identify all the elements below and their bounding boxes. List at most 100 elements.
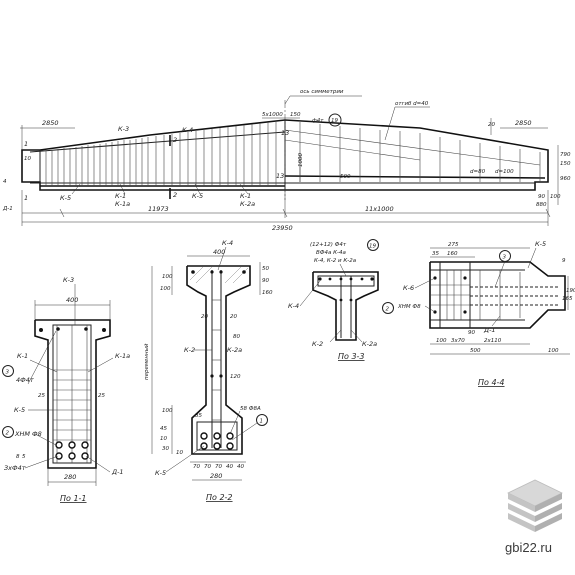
callout: 2 (6, 431, 10, 437)
beam-elevation: ось симметрии ф4т 19 отгиб d=40 К-3 К-4 … (2, 89, 571, 232)
section-mark: 1 (24, 194, 28, 202)
label: 8 (16, 454, 20, 460)
slab-thickness: d=100 (495, 169, 514, 175)
slab-thickness: d=80 (470, 169, 486, 175)
label: К-5 (14, 406, 25, 414)
dim: 190 (566, 288, 575, 294)
label: 70 (204, 464, 211, 470)
label: 70 (193, 464, 200, 470)
width-top: 400 (213, 248, 225, 256)
label: 58 Ф8А (240, 406, 261, 412)
callout-circle (328, 113, 342, 127)
label: 40 (226, 464, 233, 470)
label: К-2 (312, 340, 323, 348)
left-mark: 4 (3, 179, 7, 185)
label: К-1а (115, 352, 130, 360)
total-length: 23950 (272, 224, 293, 232)
label: К-2а (227, 346, 242, 354)
site-watermark: gbi22.ru (505, 540, 552, 555)
label: 5 (22, 454, 26, 460)
height-label: переменный (144, 343, 150, 380)
label: 25 (38, 393, 45, 399)
dim-right: 880 (536, 202, 547, 208)
dim-top: 5x1000 (262, 112, 283, 118)
label: ХНМ Ф8 (14, 430, 42, 438)
left-mark: Д-1 (2, 206, 13, 212)
dim-top: 2850 (515, 119, 532, 127)
dim-top: 2850 (42, 119, 59, 127)
dim-right: 50 (262, 266, 269, 272)
label: 120 (230, 374, 241, 380)
section-title: По 3-3 (338, 352, 365, 361)
width-bottom: 280 (210, 472, 222, 480)
section-3-3: (12+12) Ф4т 19 ВФ4а К-4а К-4, К-2 и К-2а… (288, 239, 379, 361)
dim-left: 100 (162, 274, 173, 280)
label: 100 (160, 286, 171, 292)
cage-label: К-1 (115, 192, 126, 200)
width-bottom: 280 (64, 473, 76, 481)
label: К-5 (535, 240, 546, 248)
cage-label: К-3 (118, 125, 129, 133)
dim: 3x70 (451, 338, 465, 344)
label: К-2 (184, 346, 195, 354)
label: К-6 (403, 284, 414, 292)
label: 35 (195, 413, 202, 419)
cage-label: К-5 (192, 192, 203, 200)
callout-circle (367, 239, 379, 251)
dim-left: 30 (162, 446, 169, 452)
dim-right: 160 (262, 290, 273, 296)
dim: 160 (447, 251, 458, 257)
mid-dim2: 500 (340, 174, 351, 180)
dim-bottom: 11x1000 (365, 205, 394, 213)
section-2-2: 400 280 переменный К-4 К-2 К-2а К-5 58 Ф… (144, 239, 273, 502)
label: 25 (98, 393, 105, 399)
brand-logo (507, 479, 563, 532)
callout-circle (2, 426, 14, 438)
top-bar-label: ф4т (312, 118, 324, 124)
cage-label: К-1 (240, 192, 251, 200)
callout: 2 (386, 307, 390, 313)
mid-dim: 1000 (298, 153, 304, 167)
callout-circle (2, 365, 14, 377)
callout: 19 (369, 244, 376, 250)
dim: 500 (470, 348, 481, 354)
section-mark: 13 (276, 172, 284, 180)
dim: 100 (548, 348, 559, 354)
cage-label: К-1а (115, 200, 130, 208)
dim: 165 (562, 296, 573, 302)
section-mark: 13 (281, 129, 289, 137)
callout: 3 (503, 255, 507, 261)
dim-right: 150 (560, 161, 571, 167)
dim: 100 (436, 338, 447, 344)
label: ХНМ Ф8 (397, 304, 421, 310)
section-mark: 2 (173, 136, 177, 144)
side-mark: 20 (488, 122, 495, 128)
label: 20 (230, 314, 237, 320)
label: 10 (160, 436, 167, 442)
section-title: По 4-4 (478, 378, 505, 387)
top-bar-callout: 19 (331, 118, 338, 124)
dim-top: 150 (290, 112, 301, 118)
section-1-1: 400 280 К-3 К-1 К-1а 4Ф4т К-5 ХНМ Ф8 ЗхФ… (2, 276, 130, 503)
section-mark: 2 (173, 191, 177, 199)
label: 4Ф4т (16, 376, 34, 384)
label: К-3 (63, 276, 74, 284)
label: К-1 (17, 352, 28, 360)
section-title: По 2-2 (206, 493, 233, 502)
section-4-4: 275 160 35 3x70 2x110 100 90 500 100 9 1… (382, 240, 575, 387)
label: ЗхФ4т (4, 464, 26, 472)
dim: 275 (448, 242, 459, 248)
dim: 35 (432, 251, 439, 257)
width-top: 400 (66, 296, 78, 304)
label: К-5 (155, 469, 166, 477)
label: Д-1 (483, 326, 496, 334)
label: (12+12) Ф4т (310, 242, 347, 248)
bend-note: отгиб d=40 (395, 101, 429, 107)
callout-circle (382, 302, 394, 314)
callout: 3 (6, 370, 10, 376)
label: 70 (215, 464, 222, 470)
cage-label: К-4 (182, 126, 193, 134)
dim-right: 960 (560, 176, 571, 182)
